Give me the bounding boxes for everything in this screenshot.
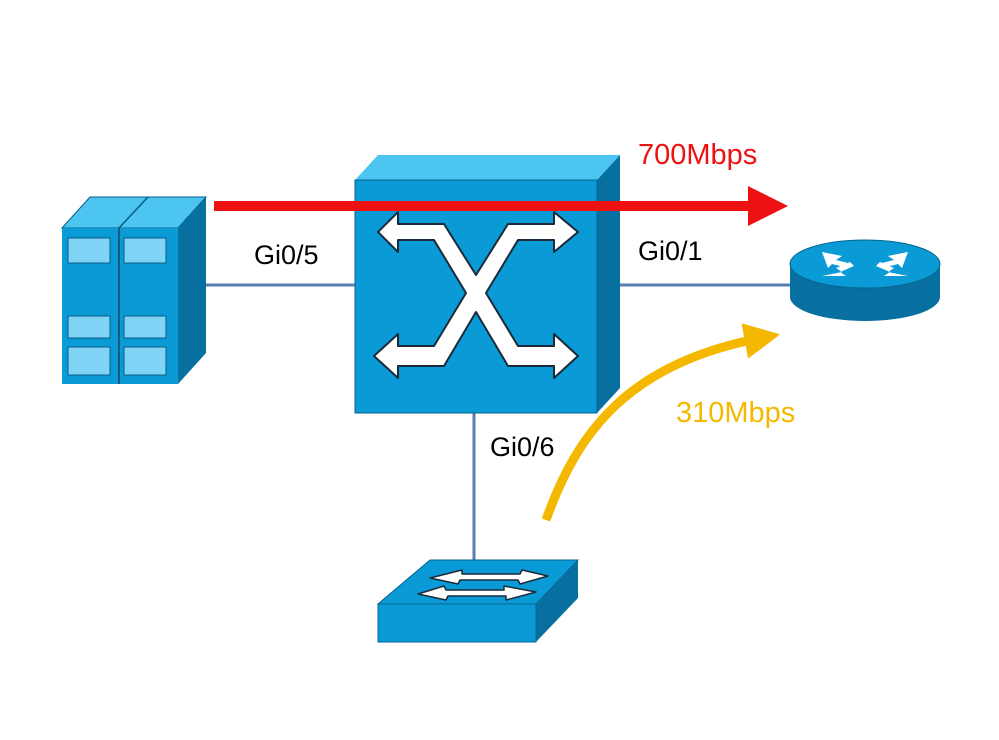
port-label-gi0-5: Gi0/5 (254, 240, 319, 270)
workgroup-switch-icon (376, 559, 580, 643)
port-label-gi0-1: Gi0/1 (638, 236, 703, 266)
server-icon (60, 196, 208, 384)
port-label-gi0-6: Gi0/6 (490, 432, 555, 462)
flow-arrow-secondary (541, 323, 781, 522)
flow-rate-secondary: 310Mbps (676, 397, 795, 429)
flow-rate-primary: 700Mbps (638, 139, 757, 171)
router-icon (789, 239, 941, 321)
multilayer-switch-icon (354, 155, 620, 414)
